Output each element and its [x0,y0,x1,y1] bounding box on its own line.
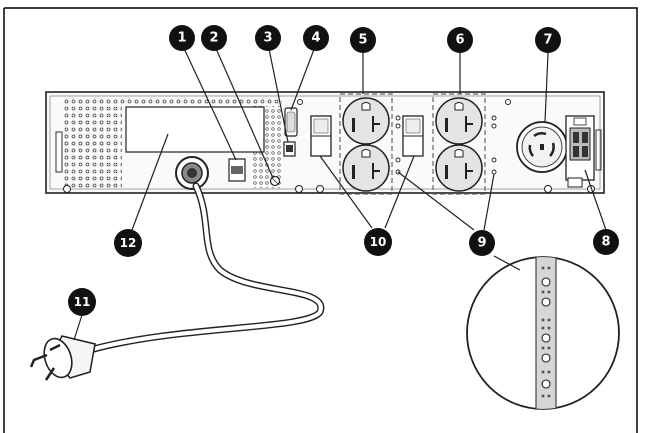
callout-5: 5 [350,27,376,53]
callout-9: 9 [469,230,495,256]
callout-label: 5 [358,33,367,48]
status-leds [395,115,497,175]
callout-12: 12 [114,229,142,257]
callout-label: 4 [311,31,320,46]
outlet-group-6 [432,93,486,195]
detail-magnifier [466,256,620,410]
callout-label: 2 [209,31,218,46]
input-terminal-block [565,115,595,188]
outlet-group-5 [339,93,393,195]
callout-label: 12 [120,236,137,250]
usb-port [283,141,296,157]
callout-8: 8 [593,229,619,255]
chassis-screws [63,99,595,193]
circuit-breaker [228,158,246,182]
callout-3: 3 [255,25,281,51]
callout-label: 3 [263,31,272,46]
load-segment-breakers [310,115,424,157]
callout-4: 4 [303,25,329,51]
twist-lock-receptacle [516,121,568,173]
input-power-cord [29,156,325,381]
callout-6: 6 [447,27,473,53]
leader-lines [73,43,607,341]
callout-label: 9 [477,236,486,251]
callout-label: 7 [543,33,552,48]
callout-10: 10 [364,228,392,256]
callout-11: 11 [68,288,96,316]
callout-label: 1 [177,31,186,46]
serial-port [284,107,298,137]
callout-7: 7 [535,27,561,53]
callout-label: 11 [74,295,91,309]
callout-label: 8 [601,235,610,250]
callout-2: 2 [201,25,227,51]
ground-screw [269,175,281,187]
label-area [125,106,265,153]
callout-label: 6 [455,33,464,48]
callout-label: 10 [370,235,387,249]
callout-1: 1 [169,25,195,51]
figure-frame [3,7,638,433]
